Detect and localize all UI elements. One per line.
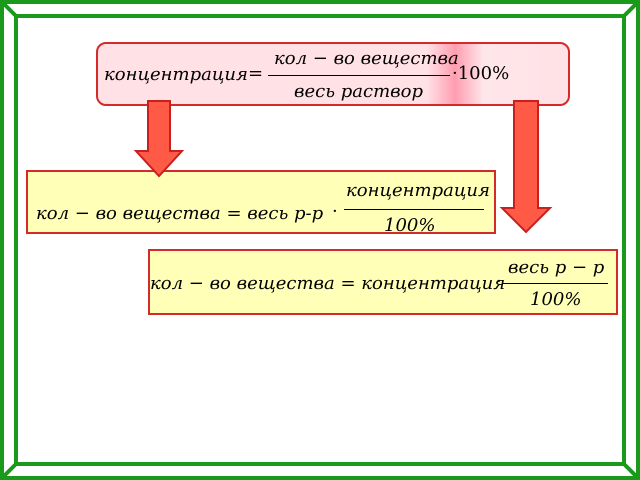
concentration-formula-box: концентрация = кол − во вещества весь ра… (96, 42, 570, 106)
numerator-concentration: концентрация (346, 180, 490, 201)
numerator-substance-amount: кол − во вещества (274, 48, 459, 69)
amount-lhs: кол − во вещества = концентрация (150, 273, 506, 294)
percent-factor: ·100% (452, 63, 510, 84)
arrow-left-down (133, 100, 185, 178)
multiply-dot: · (496, 271, 502, 292)
equals-sign: = (248, 63, 264, 84)
denominator-total-solution: весь раствор (294, 81, 423, 102)
arrow-right-down (499, 100, 553, 234)
numerator-total-solution: весь р − р (508, 257, 605, 278)
fraction-bar (344, 209, 484, 210)
amount-from-total-formula-box: кол − во вещества = весь р-р · концентра… (26, 170, 496, 236)
fraction-bar (502, 283, 608, 284)
denominator-100-percent: 100% (530, 289, 582, 310)
concentration-lhs: концентрация (104, 64, 248, 85)
fraction-bar (268, 75, 450, 76)
amount-lhs: кол − во вещества = весь р-р (36, 203, 324, 224)
multiply-dot: · (332, 201, 338, 222)
denominator-100-percent: 100% (384, 215, 436, 236)
amount-from-concentration-formula-box: кол − во вещества = концентрация · весь … (148, 249, 618, 315)
